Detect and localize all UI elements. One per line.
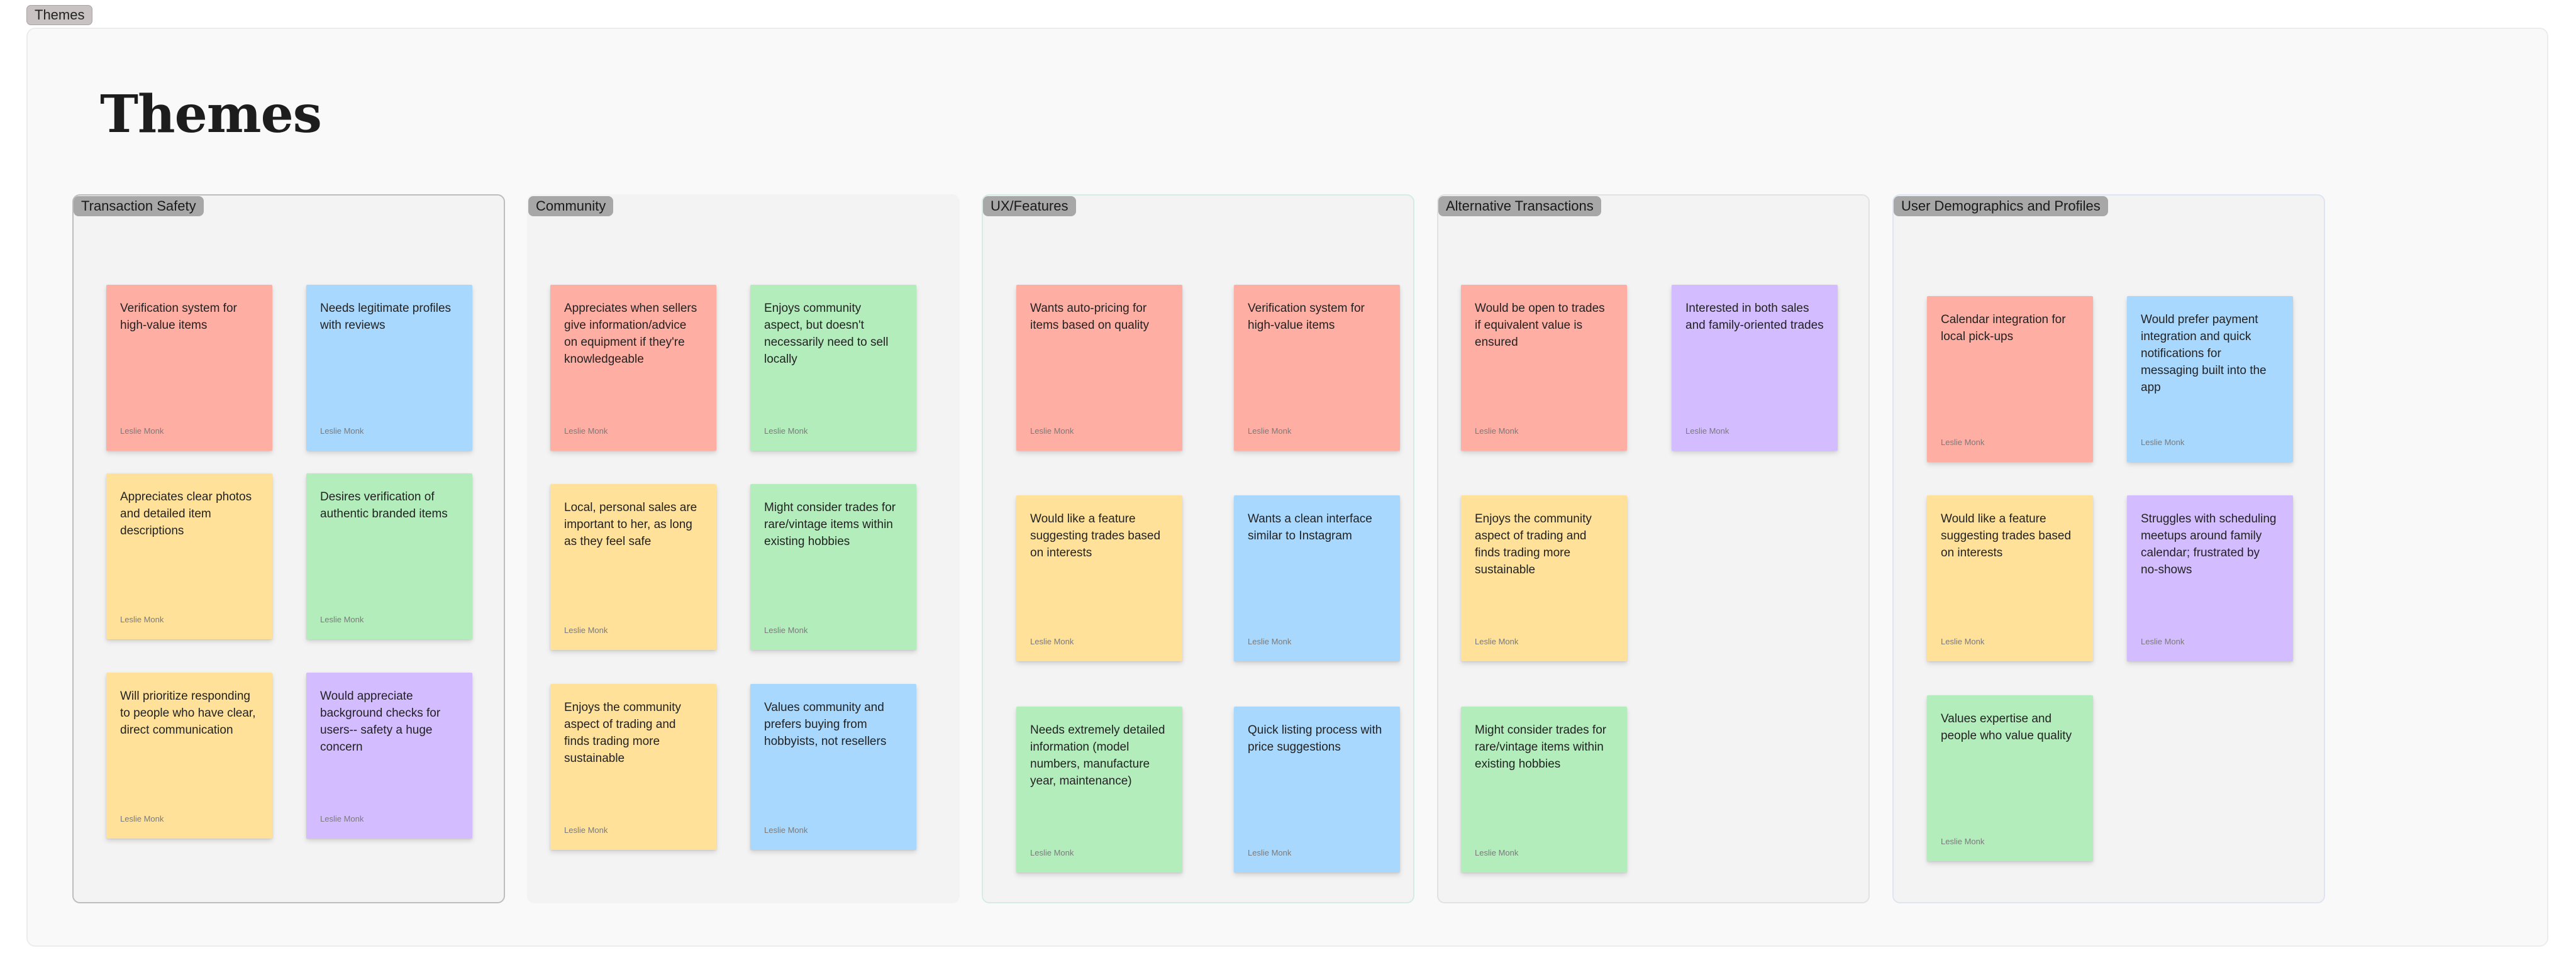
note-author: Leslie Monk — [1475, 426, 1519, 436]
note-text: Values community and prefers buying from… — [764, 701, 887, 748]
sticky-note[interactable]: Enjoys community aspect, but doesn't nec… — [750, 285, 916, 451]
note-author: Leslie Monk — [564, 825, 608, 835]
note-text: Would like a feature suggesting trades b… — [1030, 512, 1161, 559]
note-text: Interested in both sales and family-orie… — [1685, 302, 1824, 332]
sticky-note[interactable]: Would like a feature suggesting trades b… — [1016, 495, 1182, 661]
note-text: Needs extremely detailed information (mo… — [1030, 724, 1165, 788]
section-label[interactable]: Community — [528, 196, 614, 216]
note-text: Would prefer payment integration and qui… — [2141, 313, 2267, 394]
sticky-note[interactable]: Enjoys the community aspect of trading a… — [550, 684, 716, 850]
note-author: Leslie Monk — [564, 426, 608, 436]
section-transaction-safety[interactable]: Transaction Safety Verification system f… — [72, 194, 505, 903]
note-text: Would appreciate background checks for u… — [320, 690, 441, 754]
section-alternative-transactions[interactable]: Alternative Transactions Would be open t… — [1437, 194, 1870, 903]
note-text: Appreciates when sellers give informatio… — [564, 302, 697, 366]
sticky-note[interactable]: Desires verification of authentic brande… — [306, 473, 472, 639]
note-author: Leslie Monk — [1248, 848, 1292, 857]
note-author: Leslie Monk — [764, 426, 808, 436]
note-author: Leslie Monk — [1475, 637, 1519, 646]
section-label[interactable]: Alternative Transactions — [1438, 196, 1601, 216]
note-author: Leslie Monk — [1941, 837, 1985, 846]
note-text: Might consider trades for rare/vintage i… — [764, 501, 896, 548]
sticky-note[interactable]: Values expertise and people who value qu… — [1927, 695, 2093, 861]
note-text: Enjoys community aspect, but doesn't nec… — [764, 302, 889, 366]
note-author: Leslie Monk — [1475, 848, 1519, 857]
note-author: Leslie Monk — [1030, 426, 1074, 436]
sticky-note[interactable]: Would appreciate background checks for u… — [306, 673, 472, 839]
note-text: Local, personal sales are important to h… — [564, 501, 697, 548]
note-author: Leslie Monk — [120, 426, 164, 436]
note-text: Might consider trades for rare/vintage i… — [1475, 724, 1607, 771]
note-text: Enjoys the community aspect of trading a… — [1475, 512, 1592, 576]
sticky-note[interactable]: Needs legitimate profiles with reviews L… — [306, 285, 472, 451]
note-text: Would be open to trades if equivalent va… — [1475, 302, 1605, 349]
note-author: Leslie Monk — [1030, 848, 1074, 857]
sticky-note[interactable]: Struggles with scheduling meetups around… — [2127, 495, 2293, 661]
sticky-note[interactable]: Verification system for high-value items… — [106, 285, 272, 451]
section-community[interactable]: Community Appreciates when sellers give … — [527, 194, 960, 903]
sticky-note[interactable]: Quick listing process with price suggest… — [1234, 707, 1400, 873]
note-author: Leslie Monk — [320, 814, 364, 824]
note-author: Leslie Monk — [1941, 438, 1985, 447]
section-user-demographics-profiles[interactable]: User Demographics and Profiles Calendar … — [1892, 194, 2325, 903]
section-ux-features[interactable]: UX/Features Wants auto-pricing for items… — [982, 194, 1414, 903]
note-author: Leslie Monk — [764, 825, 808, 835]
sticky-note[interactable]: Appreciates clear photos and detailed it… — [106, 473, 272, 639]
sticky-note[interactable]: Would be open to trades if equivalent va… — [1461, 285, 1627, 451]
note-text: Needs legitimate profiles with reviews — [320, 302, 452, 332]
note-text: Verification system for high-value items — [120, 302, 237, 332]
note-author: Leslie Monk — [1941, 637, 1985, 646]
sticky-note[interactable]: Would like a feature suggesting trades b… — [1927, 495, 2093, 661]
note-author: Leslie Monk — [2141, 438, 2185, 447]
sticky-note[interactable]: Enjoys the community aspect of trading a… — [1461, 495, 1627, 661]
note-author: Leslie Monk — [1248, 637, 1292, 646]
note-text: Enjoys the community aspect of trading a… — [564, 701, 681, 765]
sticky-note[interactable]: Calendar integration for local pick-ups … — [1927, 296, 2093, 462]
note-text: Quick listing process with price suggest… — [1248, 724, 1382, 754]
sticky-note[interactable]: Interested in both sales and family-orie… — [1672, 285, 1838, 451]
note-author: Leslie Monk — [120, 615, 164, 624]
note-text: Appreciates clear photos and detailed it… — [120, 490, 252, 537]
note-text: Wants auto-pricing for items based on qu… — [1030, 302, 1150, 332]
note-author: Leslie Monk — [1685, 426, 1729, 436]
sticky-note[interactable]: Might consider trades for rare/vintage i… — [1461, 707, 1627, 873]
note-text: Calendar integration for local pick-ups — [1941, 313, 2066, 343]
note-text: Values expertise and people who value qu… — [1941, 712, 2072, 742]
sticky-note[interactable]: Might consider trades for rare/vintage i… — [750, 484, 916, 650]
note-author: Leslie Monk — [320, 426, 364, 436]
sticky-note[interactable]: Appreciates when sellers give informatio… — [550, 285, 716, 451]
frame-label[interactable]: Themes — [26, 5, 93, 25]
page-title: Themes — [100, 84, 322, 145]
sticky-note[interactable]: Verification system for high-value items… — [1234, 285, 1400, 451]
note-author: Leslie Monk — [2141, 637, 2185, 646]
note-author: Leslie Monk — [764, 625, 808, 635]
note-text: Wants a clean interface similar to Insta… — [1248, 512, 1372, 543]
note-text: Verification system for high-value items — [1248, 302, 1365, 332]
section-label[interactable]: User Demographics and Profiles — [1894, 196, 2108, 216]
sticky-note[interactable]: Needs extremely detailed information (mo… — [1016, 707, 1182, 873]
sticky-note[interactable]: Wants auto-pricing for items based on qu… — [1016, 285, 1182, 451]
sticky-note[interactable]: Local, personal sales are important to h… — [550, 484, 716, 650]
note-author: Leslie Monk — [120, 814, 164, 824]
note-text: Would like a feature suggesting trades b… — [1941, 512, 2072, 559]
section-label[interactable]: Transaction Safety — [74, 196, 204, 216]
sticky-note[interactable]: Values community and prefers buying from… — [750, 684, 916, 850]
note-author: Leslie Monk — [1248, 426, 1292, 436]
note-author: Leslie Monk — [564, 625, 608, 635]
note-text: Desires verification of authentic brande… — [320, 490, 448, 521]
section-label[interactable]: UX/Features — [983, 196, 1076, 216]
note-text: Struggles with scheduling meetups around… — [2141, 512, 2277, 576]
sticky-note[interactable]: Will prioritize responding to people who… — [106, 673, 272, 839]
note-author: Leslie Monk — [1030, 637, 1074, 646]
sticky-note[interactable]: Wants a clean interface similar to Insta… — [1234, 495, 1400, 661]
note-text: Will prioritize responding to people who… — [120, 690, 256, 737]
note-author: Leslie Monk — [320, 615, 364, 624]
sticky-note[interactable]: Would prefer payment integration and qui… — [2127, 296, 2293, 462]
